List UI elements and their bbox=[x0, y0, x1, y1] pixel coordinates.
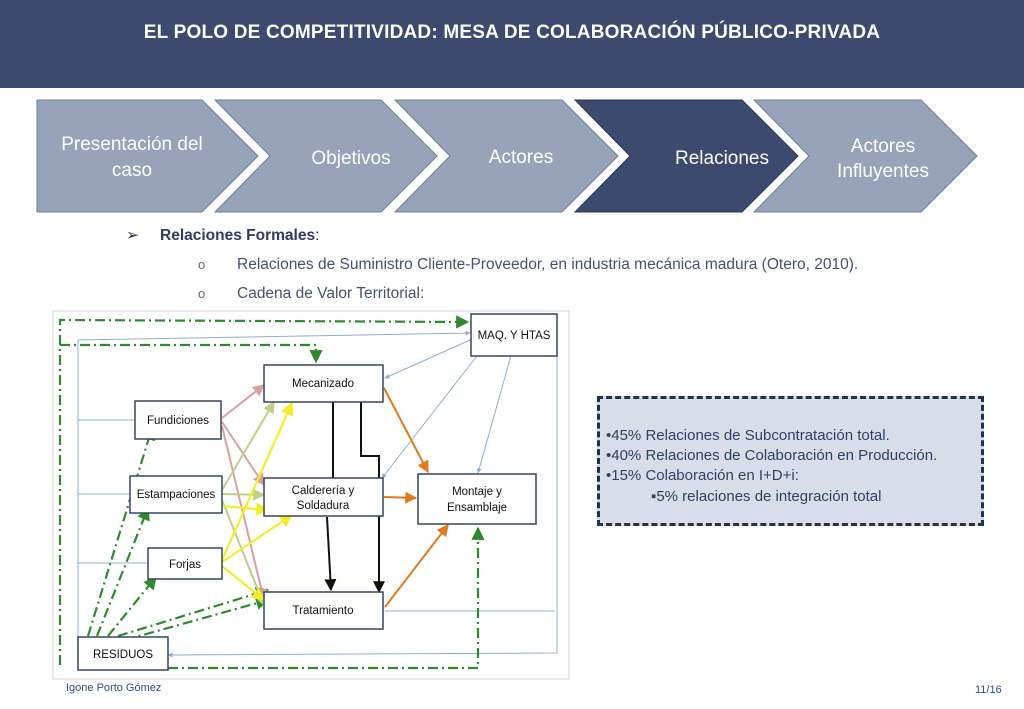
node-maq-htas-label: MAQ. Y HTAS bbox=[478, 330, 551, 342]
node-estampaciones: Estampaciones bbox=[129, 475, 223, 514]
process-steps: Presentación del caso Objetivos Actores … bbox=[36, 99, 978, 213]
node-fundiciones-label: Fundiciones bbox=[147, 415, 209, 427]
stats-box: •45% Relaciones de Subcontratación total… bbox=[597, 396, 984, 526]
node-maq-htas: MAQ. Y HTAS bbox=[470, 313, 558, 357]
node-forjas: Forjas bbox=[147, 547, 223, 580]
sub-bullet-2: o Cadena de Valor Territorial: bbox=[198, 285, 424, 303]
node-residuos-label: RESIDUOS bbox=[93, 649, 153, 661]
node-montaje-line2: Ensamblaje bbox=[447, 502, 507, 514]
node-estampaciones-label: Estampaciones bbox=[137, 489, 216, 501]
step-presentacion[interactable]: Presentación del caso bbox=[36, 99, 259, 213]
stat-colaboracion-idi: •15% Colaboración en I+D+i: bbox=[606, 467, 799, 484]
node-caldereria-line2: Soldadura bbox=[297, 500, 350, 512]
step-actores-influyentes-line2: Influyentes bbox=[837, 161, 929, 182]
node-residuos: RESIDUOS bbox=[77, 636, 169, 671]
header-bar: EL POLO DE COMPETITIVIDAD: MESA DE COLAB… bbox=[0, 0, 1024, 88]
step-actores-label: Actores bbox=[489, 147, 553, 168]
main-bullet-suffix: : bbox=[315, 227, 320, 244]
node-caldereria: Calderería y Soldadura bbox=[263, 477, 384, 517]
node-montaje-line1: Montaje y bbox=[452, 486, 502, 498]
stat-integracion-total: ▪5% relaciones de integración total bbox=[651, 488, 882, 505]
step-presentacion-line2: caso bbox=[112, 160, 152, 181]
page-number: 11/16 bbox=[975, 684, 1002, 696]
arrow-bullet-icon: ➢ bbox=[126, 227, 139, 244]
sub-bullet-2-text: Cadena de Valor Territorial: bbox=[237, 285, 425, 302]
step-objetivos-label: Objetivos bbox=[311, 148, 390, 169]
footer-author: Igone Porto Gómez bbox=[66, 682, 162, 694]
diagram-frame bbox=[52, 310, 570, 680]
stat-subcontratacion: •45% Relaciones de Subcontratación total… bbox=[606, 427, 890, 444]
node-mecanizado: Mecanizado bbox=[263, 364, 384, 403]
circle-bullet-icon: o bbox=[198, 257, 206, 272]
node-caldereria-line1: Calderería y bbox=[292, 485, 355, 497]
forjas-arrows bbox=[220, 401, 294, 601]
step-presentacion-line1: Presentación del bbox=[61, 134, 203, 155]
main-bullet-label: Relaciones Formales bbox=[160, 227, 316, 244]
sub-bullet-1: o Relaciones de Suministro Cliente-Provee… bbox=[198, 256, 858, 274]
stat-colaboracion-produccion: •40% Relaciones de Colaboración en Produ… bbox=[606, 447, 938, 464]
circle-bullet-icon: o bbox=[198, 286, 206, 301]
blue-feedback-lines bbox=[77, 330, 558, 658]
step-relaciones[interactable]: Relaciones bbox=[573, 99, 799, 213]
value-chain-diagram: MAQ. Y HTAS Mecanizado Fundiciones Estam… bbox=[52, 310, 570, 680]
step-actores-influyentes-line1: Actores bbox=[851, 136, 915, 157]
green-waste-flows bbox=[58, 315, 485, 670]
node-mecanizado-label: Mecanizado bbox=[292, 378, 354, 390]
step-actores-influyentes[interactable]: Actores Influyentes bbox=[752, 99, 978, 213]
node-tratamiento: Tratamiento bbox=[263, 591, 384, 630]
node-forjas-label: Forjas bbox=[169, 559, 201, 571]
node-fundiciones: Fundiciones bbox=[134, 400, 222, 440]
step-relaciones-label: Relaciones bbox=[675, 148, 769, 169]
step-actores[interactable]: Actores bbox=[393, 99, 619, 213]
step-objetivos[interactable]: Objetivos bbox=[213, 99, 438, 213]
page-title: EL POLO DE COMPETITIVIDAD: MESA DE COLAB… bbox=[143, 22, 881, 43]
node-tratamiento-label: Tratamiento bbox=[293, 605, 354, 617]
main-bullet: ➢ Relaciones Formales: bbox=[126, 226, 319, 245]
sub-bullet-1-text: Relaciones de Suministro Cliente-Proveed… bbox=[237, 256, 859, 273]
montaje-arrows bbox=[383, 387, 449, 608]
node-montaje: Montaje y Ensamblaje bbox=[417, 473, 537, 525]
